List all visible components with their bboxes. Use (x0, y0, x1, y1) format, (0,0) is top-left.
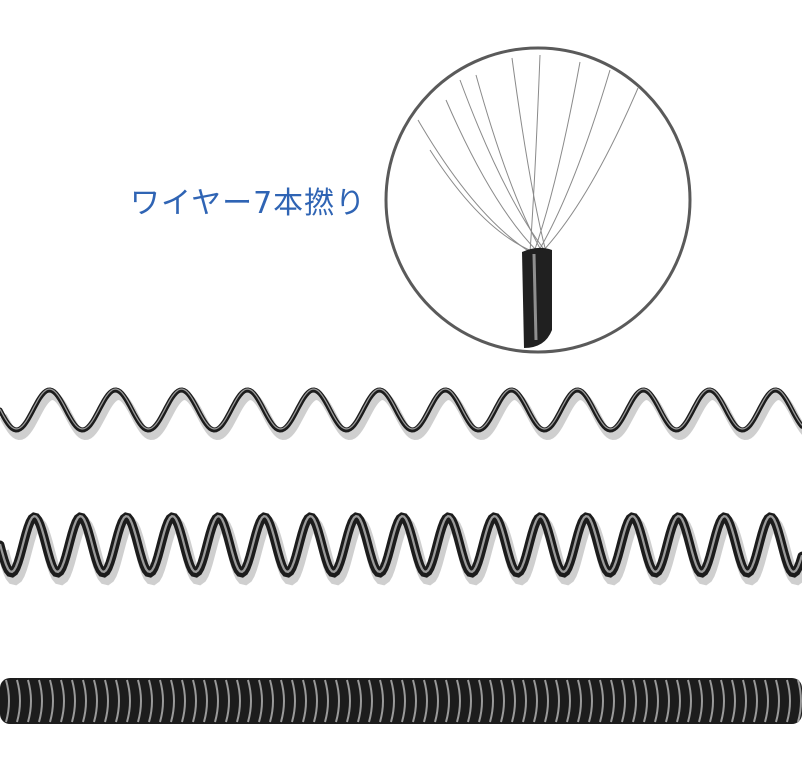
wire-strand (475, 74, 543, 253)
coil-ridge (357, 679, 362, 723)
coil-ridge (5, 679, 10, 723)
coil-ridge (225, 679, 230, 723)
coil-ridge (346, 679, 351, 723)
coil-ridge (698, 679, 703, 723)
wire-strand (537, 69, 611, 253)
coil-ridge (324, 679, 329, 723)
wire-strand-label: ワイヤー7本撚り (130, 186, 367, 221)
coil-ridge (148, 679, 153, 723)
coil-ridge (93, 679, 98, 723)
wire-core-highlight (532, 253, 538, 341)
coil-ridge (599, 679, 604, 723)
coil-ridge (797, 679, 802, 723)
tight-coil-body (0, 678, 802, 724)
coil-ridge (192, 679, 197, 723)
coil-ridge (434, 679, 439, 723)
wire-core (522, 247, 552, 348)
coil-ridge (676, 679, 681, 723)
coil-ridge (159, 679, 164, 723)
coil-ridge (390, 679, 395, 723)
coil-ridge (445, 679, 450, 723)
coil-ridge (71, 679, 76, 723)
coil-ridge (544, 679, 549, 723)
coil-ridge (137, 679, 142, 723)
strand-lines (417, 54, 639, 253)
coil-ridge (742, 679, 747, 723)
coil-ridge (291, 679, 296, 723)
wire-strand (541, 87, 639, 253)
coil-ridge (236, 679, 241, 723)
coil-ridge (368, 679, 373, 723)
coil-ridge (38, 679, 43, 723)
coil-ridge (467, 679, 472, 723)
coil-ridge (27, 679, 32, 723)
coil-ridge (258, 679, 263, 723)
wire-strand (529, 54, 541, 253)
coil-ridge (577, 679, 582, 723)
coil-ridge (280, 679, 285, 723)
coil-ridge (610, 679, 615, 723)
coil-ridge (654, 679, 659, 723)
coil-ridge (665, 679, 670, 723)
wire-strand (533, 61, 581, 253)
coil-ridge (82, 679, 87, 723)
coil-ridge (335, 679, 340, 723)
coil-ridge (522, 679, 527, 723)
wire-strand (511, 57, 547, 253)
coil-ridge (412, 679, 417, 723)
coil-ridge (16, 679, 21, 723)
coil-ridge (313, 679, 318, 723)
spring-highlight (0, 388, 802, 430)
coil-ridge (720, 679, 725, 723)
coil-ridge (709, 679, 714, 723)
coil-ridge (302, 679, 307, 723)
wire-strand (429, 149, 535, 253)
coil-ridge (786, 679, 791, 723)
coil-ridge (533, 679, 538, 723)
coil-ridge (456, 679, 461, 723)
coil-ridge (401, 679, 406, 723)
coil-ridge (60, 679, 65, 723)
coil-ridge (621, 679, 626, 723)
wire-strand (445, 99, 539, 253)
spring-wire-medium-pitch (0, 512, 802, 586)
coil-ridge (126, 679, 131, 723)
spring-wire-wide-pitch (0, 387, 802, 441)
coil-ridge (115, 679, 120, 723)
wire-strand (417, 119, 531, 253)
coil-ridge (753, 679, 758, 723)
coil-ridge (269, 679, 274, 723)
spring-wire-tight-pitch (0, 678, 802, 724)
coil-ridge (555, 679, 560, 723)
wire-strand-detail (384, 46, 692, 354)
coil-ridge (214, 679, 219, 723)
coil-ridge (181, 679, 186, 723)
coil-ridge (566, 679, 571, 723)
coil-ridge (478, 679, 483, 723)
coil-ridge (775, 679, 780, 723)
coil-ridge (379, 679, 384, 723)
coil-ridge (104, 679, 109, 723)
coil-ridge (203, 679, 208, 723)
coil-ridge (170, 679, 175, 723)
coil-ridge (489, 679, 494, 723)
coil-ridge (423, 679, 428, 723)
coil-ridge (731, 679, 736, 723)
coil-ridge (632, 679, 637, 723)
coil-ridge (764, 679, 769, 723)
coil-ridge (247, 679, 252, 723)
coil-ridge (687, 679, 692, 723)
coil-ridge (588, 679, 593, 723)
coil-ridge (511, 679, 516, 723)
spring-highlight (0, 514, 802, 574)
wire-strand (459, 79, 547, 253)
coil-ridge (643, 679, 648, 723)
coil-ridge (49, 679, 54, 723)
coil-ridge (500, 679, 505, 723)
